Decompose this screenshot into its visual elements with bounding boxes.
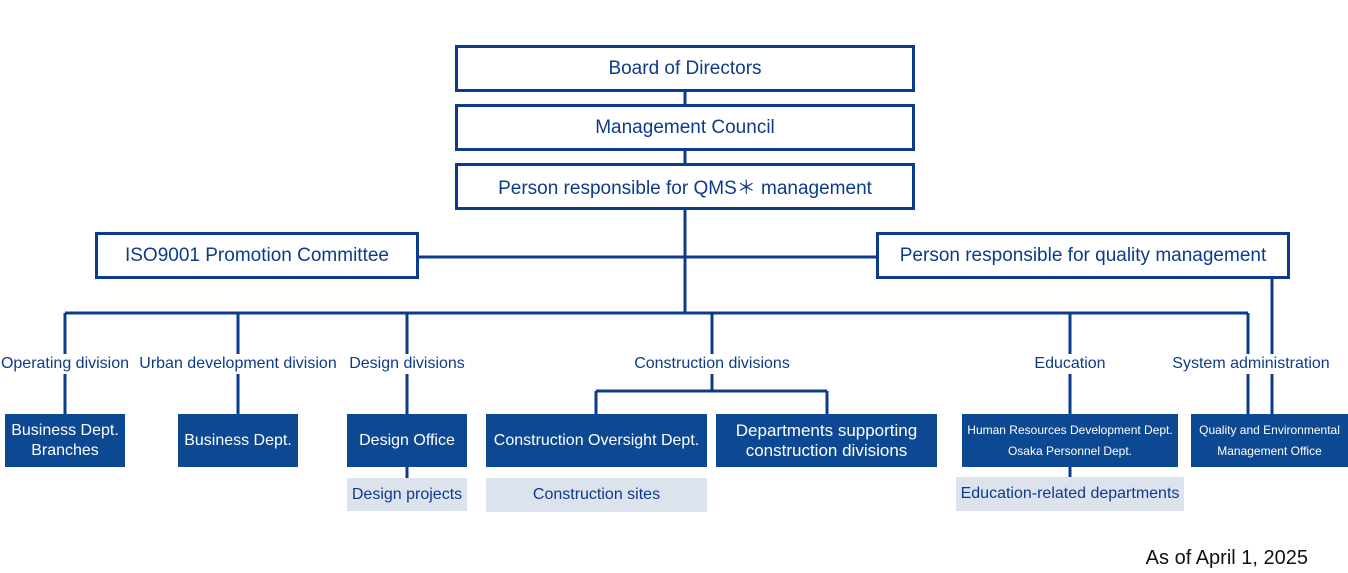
construction-sites-box: Construction sites <box>486 478 707 512</box>
design-office-box: Design Office <box>347 414 467 467</box>
quality-office-box: Quality and Environmental Management Off… <box>1191 414 1348 467</box>
operating-division-label: Operating division <box>0 354 130 374</box>
urban-business-dept-box: Business Dept. <box>178 414 298 467</box>
system-administration-label: System administration <box>1170 354 1332 374</box>
education-dept-box: Human Resources Development Dept. Osaka … <box>962 414 1178 467</box>
as-of-date: As of April 1, 2025 <box>1145 547 1308 569</box>
management-council-box: Management Council <box>455 104 915 151</box>
operating-business-dept-box: Business Dept. Branches <box>5 414 125 467</box>
iso-committee-box: ISO9001 Promotion Committee <box>95 232 419 279</box>
qms-manager-box: Person responsible for QMS＊ management <box>455 163 915 210</box>
construction-oversight-box: Construction Oversight Dept. <box>486 414 707 467</box>
design-division-label: Design divisions <box>347 354 467 374</box>
design-projects-box: Design projects <box>347 478 467 511</box>
education-label: Education <box>1032 354 1108 374</box>
construction-division-label: Construction divisions <box>632 354 792 374</box>
board-of-directors-box: Board of Directors <box>455 45 915 92</box>
construction-support-box: Departments supporting construction divi… <box>716 414 937 467</box>
quality-manager-box: Person responsible for quality managemen… <box>876 232 1290 279</box>
education-departments-box: Education-related departments <box>956 477 1184 511</box>
urban-division-label: Urban development division <box>138 354 338 374</box>
